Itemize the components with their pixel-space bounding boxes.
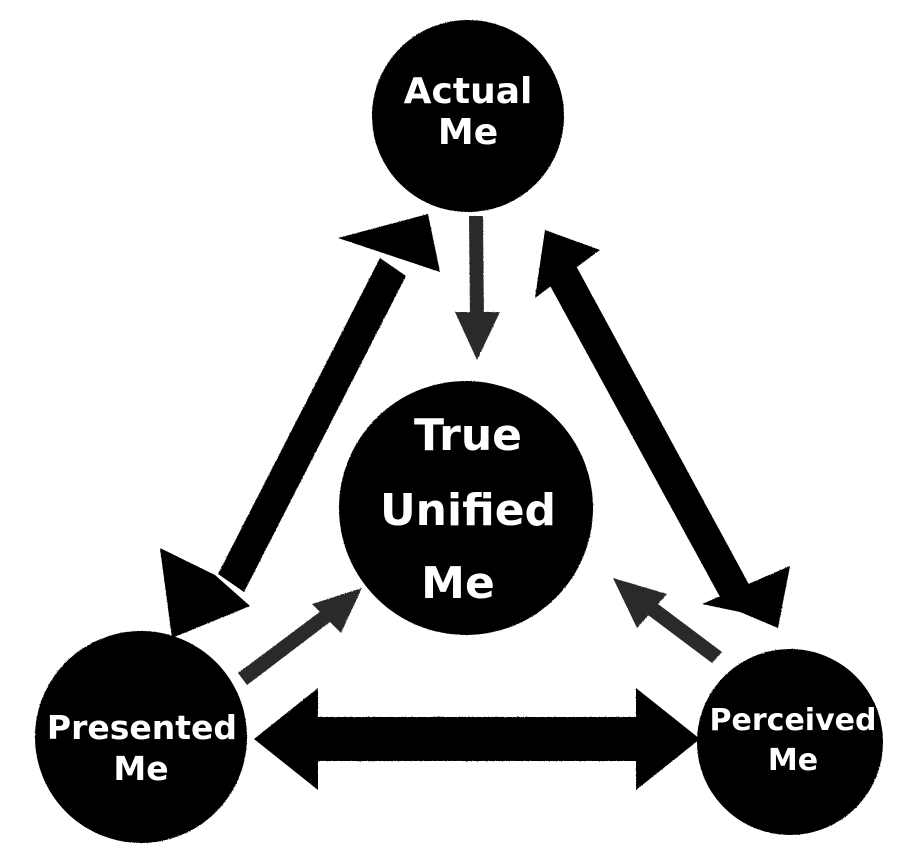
node-true-unified-me-circle: [339, 381, 593, 635]
arrow-presented-to-true-head: [312, 588, 362, 633]
node-presented-me: Presented Me: [35, 631, 247, 843]
node-actual-me-circle: [372, 20, 564, 212]
node-perceived-me-circle: [697, 649, 883, 835]
arrow-presented-perceived: [254, 688, 700, 790]
arrow-perceived-to-true-head: [613, 578, 667, 628]
node-true-unified-me-label-3: Me: [421, 558, 495, 609]
node-true-unified-me-label-2: Unified: [380, 485, 556, 536]
arrow-actual-perceived: [535, 230, 790, 628]
node-perceived-me-label: Perceived: [710, 703, 877, 738]
arrow-actual-perceived-shaft: [548, 262, 752, 608]
arrow-perceived-to-true-shaft: [648, 604, 722, 663]
arrow-presented-to-true: [238, 588, 362, 685]
arrow-presented-perceived-head-right: [636, 688, 700, 790]
node-true-unified-me-label: True: [414, 410, 522, 461]
arrow-actual-presented-shaft: [218, 258, 406, 592]
arrow-actual-perceived-head-bottom: [702, 566, 790, 628]
arrow-actual-presented: [160, 214, 440, 638]
node-actual-me: Actual Me: [372, 20, 564, 212]
arrow-presented-perceived-shaft: [300, 717, 656, 761]
node-actual-me-label-2: Me: [438, 112, 498, 153]
arrow-presented-perceived-head-left: [254, 688, 318, 790]
arrow-actual-perceived-head-top: [535, 230, 600, 298]
arrow-actual-presented-head-bottom: [160, 548, 250, 638]
node-actual-me-label: Actual: [404, 71, 533, 112]
node-presented-me-label: Presented: [47, 708, 237, 747]
node-presented-me-circle: [35, 631, 247, 843]
arrow-actual-to-true-head: [455, 312, 500, 360]
node-true-unified-me: True Unified Me: [339, 381, 593, 635]
arrow-presented-to-true-shaft: [238, 611, 330, 685]
arrow-actual-to-true: [455, 216, 500, 360]
node-perceived-me: Perceived Me: [697, 649, 883, 835]
node-perceived-me-label-2: Me: [768, 743, 818, 778]
arrow-actual-presented-head-top: [338, 214, 440, 272]
arrow-actual-to-true-shaft: [469, 216, 484, 322]
arrow-perceived-to-true: [613, 578, 722, 663]
node-presented-me-label-2: Me: [113, 749, 168, 788]
